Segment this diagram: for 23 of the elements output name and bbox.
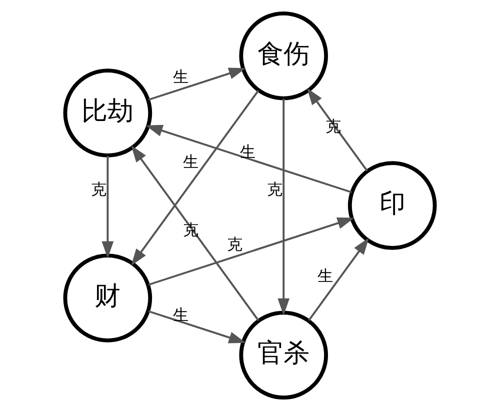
edge-label: 生: [318, 266, 334, 286]
edge-label: 克: [227, 234, 244, 254]
edge-label: 生: [183, 152, 200, 172]
arrow: [278, 98, 290, 316]
arrow: [148, 310, 246, 344]
arrow: [146, 124, 352, 194]
node-circle: 食伤: [239, 11, 328, 100]
arrow: [308, 238, 369, 322]
arrow: [306, 88, 368, 172]
arrow: [131, 90, 260, 266]
edge-label: 克: [91, 180, 108, 199]
edge-label: 生: [240, 142, 256, 161]
edge-label: 生: [173, 305, 190, 324]
edge-label: 克: [267, 179, 284, 198]
node-circle: 比劫: [63, 68, 152, 158]
arrow: [148, 68, 246, 101]
edge-label: 生: [173, 66, 190, 86]
arrow: [102, 156, 114, 258]
node-circle: 财: [63, 254, 152, 342]
node-circle: 官杀: [239, 310, 328, 400]
arrow: [131, 145, 260, 322]
arrow: [148, 217, 354, 286]
node-circle: 印: [348, 161, 437, 250]
